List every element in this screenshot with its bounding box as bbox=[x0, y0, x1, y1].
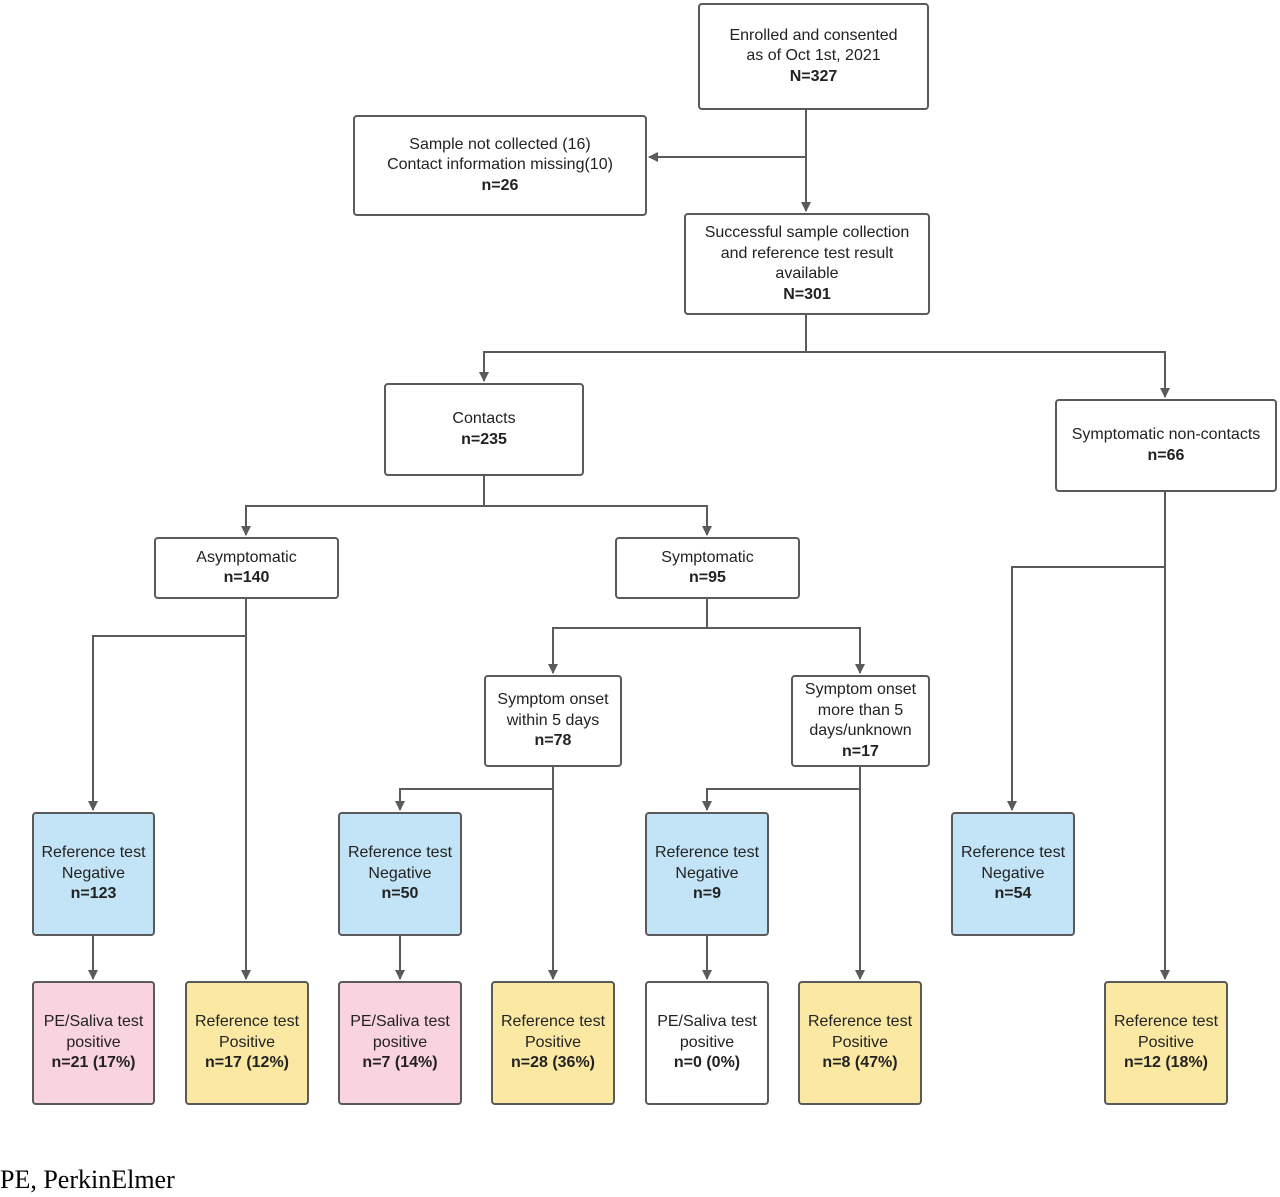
pe-pos-asym-box: PE/Saliva test positive n=21 (17%) bbox=[32, 981, 155, 1105]
ref-neg-within5-line1: Reference test bbox=[347, 844, 453, 862]
enrolled-line2: as of Oct 1st, 2021 bbox=[746, 47, 881, 65]
excluded-box: Sample not collected (16) Contact inform… bbox=[353, 115, 647, 216]
asymptomatic-box: Asymptomatic n=140 bbox=[154, 537, 339, 599]
ref-pos-asym-line1: Reference test bbox=[194, 1013, 300, 1031]
pe-pos-within5-box: PE/Saliva test positive n=7 (14%) bbox=[338, 981, 462, 1105]
onset-within5-box: Symptom onset within 5 days n=78 bbox=[484, 675, 622, 767]
ref-neg-noncontact-line1: Reference test bbox=[960, 844, 1066, 862]
symptomatic-noncontacts-line1: Symptomatic non-contacts bbox=[1071, 426, 1261, 443]
excluded-line1: Sample not collected (16) bbox=[409, 135, 591, 153]
pe-pos-more5-box: PE/Saliva test positive n=0 (0%) bbox=[645, 981, 769, 1105]
ref-neg-asym-line2: Negative bbox=[61, 864, 126, 882]
arrow-symptomatic-more5 bbox=[707, 627, 865, 674]
pe-pos-more5-line1: PE/Saliva test bbox=[657, 1013, 757, 1031]
ref-pos-within5-box: Reference test Positive n=28 (36%) bbox=[491, 981, 615, 1105]
ref-pos-within5-line2: Positive bbox=[524, 1033, 582, 1051]
successful-line2: and reference test result bbox=[720, 244, 894, 262]
asymptomatic-line1: Asymptomatic bbox=[196, 548, 297, 566]
onset-within5-line1: Symptom onset bbox=[497, 691, 609, 709]
arrow-noncontacts-refneg bbox=[1007, 492, 1166, 811]
symptomatic-noncontacts-count: n=66 bbox=[1147, 446, 1185, 464]
enrolled-line1: Enrolled and consented bbox=[729, 26, 898, 44]
symptomatic-count: n=95 bbox=[689, 569, 726, 586]
ref-pos-asym-line2: Positive bbox=[218, 1033, 276, 1051]
onset-more5-line3: days/unknown bbox=[809, 722, 912, 739]
ref-neg-asym-count: n=123 bbox=[70, 885, 117, 903]
symptomatic-box: Symptomatic n=95 bbox=[615, 537, 800, 599]
ref-pos-noncontact-line1: Reference test bbox=[1113, 1013, 1219, 1031]
symptomatic-line1: Symptomatic bbox=[661, 548, 754, 566]
contacts-line1: Contacts bbox=[452, 410, 516, 427]
ref-neg-asym-box: Reference test Negative n=123 bbox=[32, 812, 155, 936]
ref-pos-asym-box: Reference test Positive n=17 (12%) bbox=[185, 981, 309, 1105]
ref-neg-noncontact-line2: Negative bbox=[981, 864, 1045, 882]
arrow-symptomatic-within5 bbox=[548, 599, 708, 674]
ref-neg-asym-line1: Reference test bbox=[41, 844, 146, 862]
arrow-asym-refneg bbox=[88, 599, 247, 811]
pe-pos-asym-line1: PE/Saliva test bbox=[43, 1013, 144, 1031]
successful-line1: Successful sample collection bbox=[704, 224, 910, 241]
ref-pos-more5-line1: Reference test bbox=[807, 1013, 913, 1031]
ref-neg-within5-line2: Negative bbox=[368, 864, 432, 882]
arrow-contacts-asymptomatic bbox=[241, 476, 485, 536]
ref-neg-noncontact-count: n=54 bbox=[994, 885, 1032, 903]
arrow-successful-noncontacts bbox=[806, 351, 1170, 398]
contacts-count: n=235 bbox=[461, 430, 507, 448]
excluded-line2: Contact information missing(10) bbox=[387, 156, 613, 174]
ref-neg-noncontact-box: Reference test Negative n=54 bbox=[951, 812, 1075, 936]
onset-more5-box: Symptom onset more than 5 days/unknown n… bbox=[791, 675, 930, 767]
ref-neg-within5-count: n=50 bbox=[381, 885, 419, 903]
arrow-within5-refneg bbox=[395, 767, 554, 811]
ref-pos-noncontact-line2: Positive bbox=[1137, 1033, 1195, 1051]
enrolled-box: Enrolled and consented as of Oct 1st, 20… bbox=[698, 3, 929, 110]
pe-pos-asym-count: n=21 (17%) bbox=[51, 1054, 136, 1072]
pe-pos-asym-line2: positive bbox=[66, 1033, 121, 1051]
successful-line3: available bbox=[775, 265, 839, 282]
ref-neg-within5-box: Reference test Negative n=50 bbox=[338, 812, 462, 936]
pe-pos-within5-line1: PE/Saliva test bbox=[350, 1013, 450, 1031]
ref-pos-noncontact-count: n=12 (18%) bbox=[1123, 1054, 1209, 1072]
footnote: PE, PerkinElmer bbox=[0, 1165, 175, 1194]
arrow-more5-refneg bbox=[702, 767, 861, 811]
ref-pos-more5-line2: Positive bbox=[831, 1033, 889, 1051]
pe-pos-within5-line2: positive bbox=[372, 1033, 428, 1051]
ref-neg-more5-box: Reference test Negative n=9 bbox=[645, 812, 769, 936]
enrolled-count: N=327 bbox=[789, 67, 838, 85]
ref-pos-more5-box: Reference test Positive n=8 (47%) bbox=[798, 981, 922, 1105]
onset-more5-count: n=17 bbox=[842, 742, 879, 760]
ref-pos-within5-line1: Reference test bbox=[500, 1013, 606, 1031]
successful-count: N=301 bbox=[783, 285, 831, 303]
ref-pos-noncontact-box: Reference test Positive n=12 (18%) bbox=[1104, 981, 1228, 1105]
contacts-box: Contacts n=235 bbox=[384, 383, 584, 476]
ref-neg-more5-line1: Reference test bbox=[654, 844, 760, 862]
onset-within5-line2: within 5 days bbox=[506, 711, 600, 729]
ref-pos-asym-count: n=17 (12%) bbox=[204, 1054, 290, 1072]
pe-pos-more5-line2: positive bbox=[679, 1033, 735, 1051]
arrow-successful-contacts bbox=[479, 315, 807, 382]
ref-neg-more5-line2: Negative bbox=[675, 864, 739, 882]
asymptomatic-count: n=140 bbox=[223, 569, 270, 586]
symptomatic-noncontacts-box: Symptomatic non-contacts n=66 bbox=[1055, 399, 1277, 492]
pe-pos-within5-count: n=7 (14%) bbox=[362, 1054, 438, 1072]
pe-pos-more5-count: n=0 (0%) bbox=[673, 1054, 741, 1072]
onset-more5-line2: more than 5 bbox=[817, 701, 904, 719]
ref-pos-more5-count: n=8 (47%) bbox=[822, 1054, 898, 1072]
successful-box: Successful sample collection and referen… bbox=[684, 213, 930, 315]
ref-pos-within5-count: n=28 (36%) bbox=[510, 1054, 596, 1072]
onset-within5-count: n=78 bbox=[534, 732, 572, 750]
excluded-count: n=26 bbox=[481, 176, 519, 194]
arrow-contacts-symptomatic bbox=[484, 505, 712, 536]
ref-neg-more5-count: n=9 bbox=[692, 885, 721, 903]
onset-more5-line1: Symptom onset bbox=[804, 681, 917, 698]
